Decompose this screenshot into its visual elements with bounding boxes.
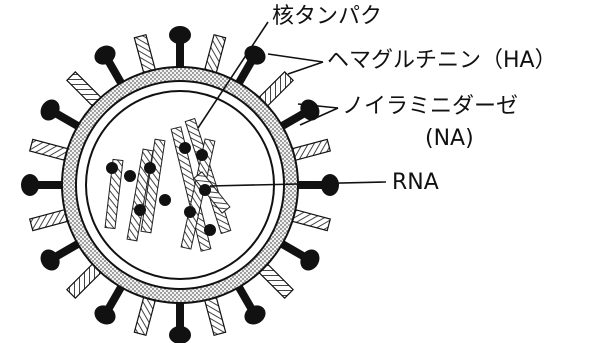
nucleoprotein-blob bbox=[159, 194, 171, 206]
nucleoprotein-blob bbox=[179, 142, 191, 154]
hemagglutinin-spike bbox=[169, 26, 191, 73]
neuraminidase-abbr-label: (NA) bbox=[425, 128, 474, 150]
nucleoprotein-label: 核タンパク bbox=[272, 6, 382, 28]
nucleoprotein-blob bbox=[144, 162, 156, 174]
rna-label: RNA bbox=[392, 172, 439, 194]
neuraminidase-label: ノイラミニダーゼ bbox=[342, 96, 518, 118]
nucleoprotein-blob bbox=[204, 224, 216, 236]
hemagglutinin-label: ヘマグルチニン（HA） bbox=[327, 50, 557, 72]
hemagglutinin-spike bbox=[292, 174, 339, 196]
nucleoprotein-blob bbox=[184, 206, 196, 218]
nucleoprotein-blob bbox=[199, 184, 211, 196]
nucleoprotein-blob bbox=[134, 204, 146, 216]
ha-leader-1 bbox=[268, 54, 323, 62]
nucleoprotein-blob bbox=[196, 149, 208, 161]
nucleoprotein-blob bbox=[124, 170, 136, 182]
ha-leader-2 bbox=[288, 62, 323, 74]
nucleoprotein-blob bbox=[106, 162, 118, 174]
hemagglutinin-spike bbox=[21, 174, 68, 196]
